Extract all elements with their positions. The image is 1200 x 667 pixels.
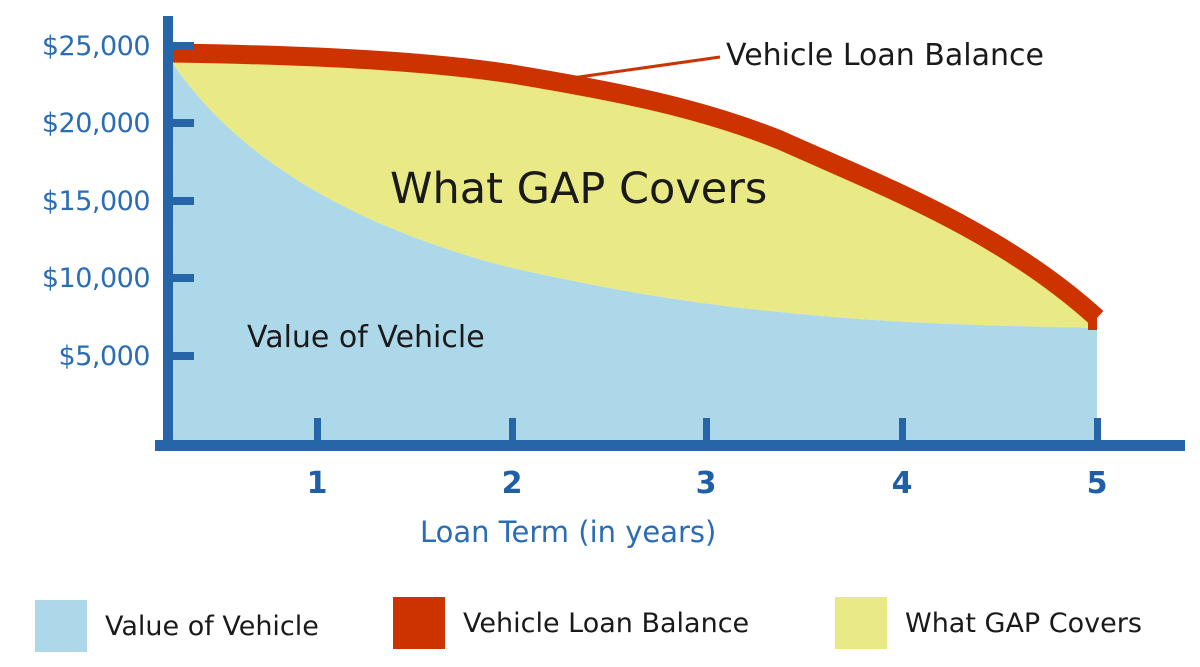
y-tick-label: $25,000 bbox=[41, 31, 151, 62]
value-area bbox=[172, 62, 1097, 443]
x-axis-title: Loan Term (in years) bbox=[420, 515, 717, 549]
legend-item-value: Value of Vehicle bbox=[35, 600, 319, 652]
legend-label: Value of Vehicle bbox=[105, 610, 319, 642]
legend-item-loan: Vehicle Loan Balance bbox=[393, 597, 749, 649]
y-axis bbox=[163, 16, 173, 450]
y-axis-ticks bbox=[172, 42, 194, 360]
legend-label: Vehicle Loan Balance bbox=[463, 607, 750, 639]
x-tick-label: 3 bbox=[695, 466, 717, 501]
value-annotation: Value of Vehicle bbox=[247, 320, 485, 355]
legend: Value of Vehicle Vehicle Loan Balance Wh… bbox=[0, 597, 1200, 657]
x-axis-ticks bbox=[314, 418, 1101, 442]
loan-annotation-leader bbox=[571, 55, 721, 80]
x-tick-label: 5 bbox=[1086, 466, 1108, 501]
legend-item-gap: What GAP Covers bbox=[835, 597, 1142, 649]
x-tick-label: 4 bbox=[891, 466, 913, 501]
legend-swatch-value bbox=[35, 600, 87, 652]
gap-area bbox=[172, 58, 1097, 328]
gap-annotation: What GAP Covers bbox=[390, 164, 768, 214]
loan-annotation: Vehicle Loan Balance bbox=[726, 38, 1044, 73]
x-tick-label: 1 bbox=[306, 466, 328, 501]
y-tick-label: $20,000 bbox=[41, 108, 151, 139]
legend-swatch-loan bbox=[393, 597, 445, 649]
y-tick-label: $5,000 bbox=[58, 341, 151, 372]
legend-swatch-gap bbox=[835, 597, 887, 649]
y-tick-label: $15,000 bbox=[41, 186, 151, 217]
y-tick-label: $10,000 bbox=[41, 263, 151, 294]
x-tick-label: 2 bbox=[501, 466, 523, 501]
loan-balance-line bbox=[171, 43, 1104, 326]
legend-label: What GAP Covers bbox=[905, 607, 1142, 639]
x-axis bbox=[155, 440, 1185, 451]
